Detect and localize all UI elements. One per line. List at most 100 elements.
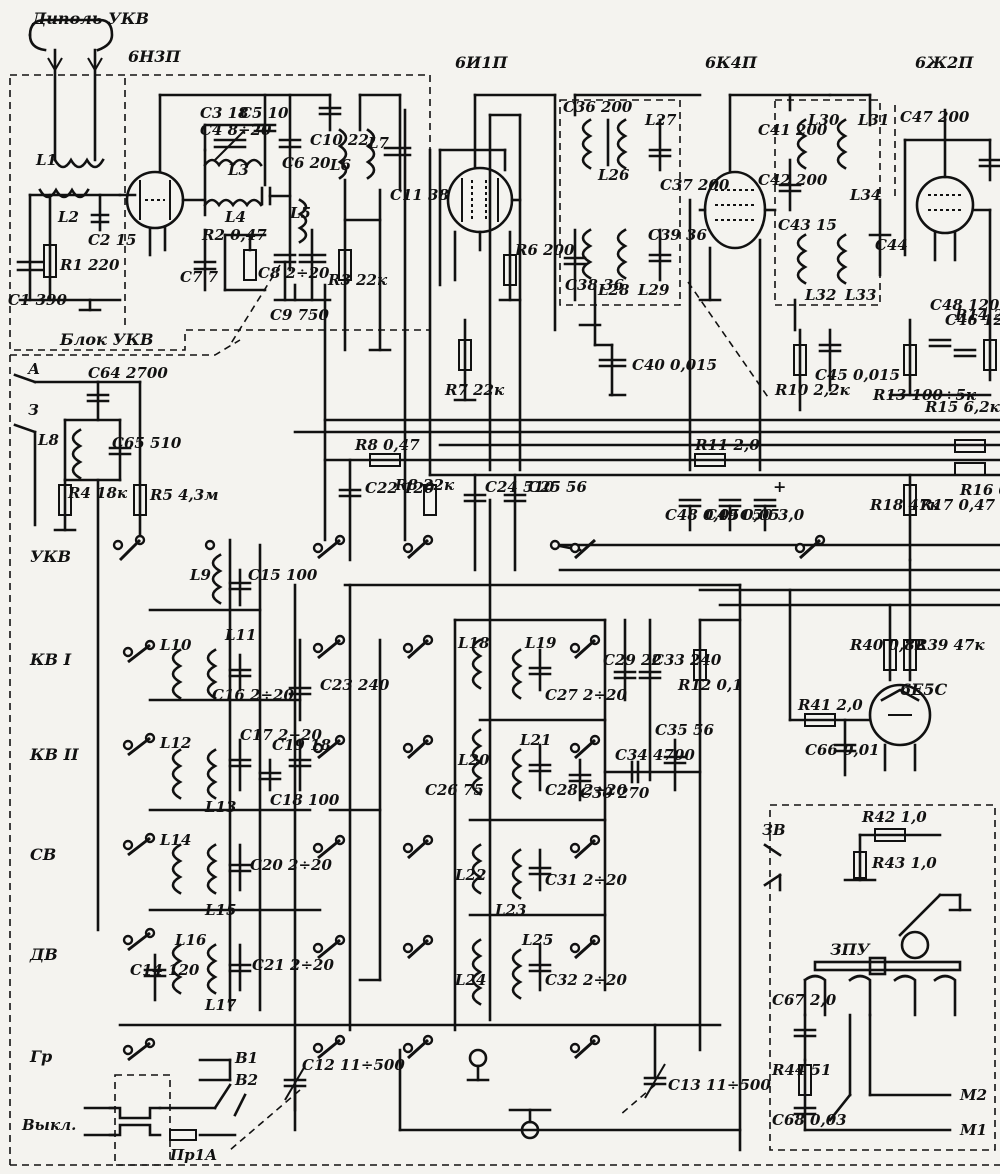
label-l34: L34 bbox=[849, 186, 881, 204]
label-c44: C44 bbox=[875, 236, 908, 254]
svg-text:+: + bbox=[773, 477, 786, 496]
label-l9: L9 bbox=[189, 566, 212, 584]
label-c28: C28 2÷20 bbox=[545, 781, 627, 799]
band-phono-label: Гр bbox=[29, 1047, 52, 1066]
label-c37: C37 200 bbox=[660, 176, 730, 194]
label-c29: C29 22 bbox=[603, 651, 662, 669]
label-c34: C34 4700 bbox=[615, 746, 695, 764]
component-labels: C1 390 C2 15 R1 220 L1 L2 C3 18 C4 8÷20 … bbox=[8, 98, 1000, 1129]
label-r2: R2 0,47 bbox=[201, 226, 267, 244]
label-l11: L11 bbox=[224, 626, 256, 644]
label-l33: L33 bbox=[844, 286, 876, 304]
label-l6: L6 bbox=[329, 156, 352, 174]
vhf-antenna: Диполь УКВ bbox=[28, 9, 149, 162]
input-coil-bank bbox=[118, 538, 722, 1132]
label-c18: C18 100 bbox=[270, 791, 340, 809]
label-l15: L15 bbox=[204, 901, 236, 919]
label-l14: L14 bbox=[159, 831, 191, 849]
tuning-capacitors bbox=[283, 1023, 742, 1140]
label-c48: C48 0,05 bbox=[665, 506, 740, 524]
label-c33: C33 240 bbox=[652, 651, 722, 669]
label-r43: R43 1,0 bbox=[871, 854, 937, 872]
label-l31: L31 bbox=[857, 111, 889, 129]
tube-6i1p-label: 6И1П bbox=[455, 53, 508, 72]
label-r42: R42 1,0 bbox=[861, 808, 927, 826]
label-l10: L10 bbox=[159, 636, 192, 654]
label-r40: R40 0,82 bbox=[849, 636, 925, 654]
label-r39: R39 47к bbox=[914, 636, 985, 654]
label-r13: R13 100÷5к bbox=[872, 386, 977, 404]
label-c40: C40 0,015 bbox=[632, 356, 717, 374]
label-l20: L20 bbox=[457, 751, 490, 769]
label-r4: R4 18к bbox=[67, 484, 128, 502]
label-r8: R8 0,47 bbox=[354, 436, 420, 454]
tube-6zh2p bbox=[888, 108, 1000, 397]
tuning-indicator bbox=[788, 558, 932, 777]
label-r3: R3 22к bbox=[327, 271, 388, 289]
label-l19: L19 bbox=[524, 634, 557, 652]
pickup-unit bbox=[763, 828, 972, 1132]
label-c19: C19 18 bbox=[272, 736, 331, 754]
label-l25: L25 bbox=[521, 931, 553, 949]
label-c38: C38 36 bbox=[565, 276, 624, 294]
input-a-label: А bbox=[27, 360, 40, 378]
label-l2: L2 bbox=[57, 208, 79, 226]
power-switch bbox=[83, 1058, 247, 1141]
label-r18: R18 47к bbox=[869, 496, 940, 514]
band-switch bbox=[112, 534, 826, 1062]
band-vhf-label: УКВ bbox=[30, 547, 71, 566]
label-l21: L21 bbox=[519, 731, 551, 749]
input-z-label: З bbox=[28, 401, 39, 419]
label-c49: C49 0,05 bbox=[705, 506, 780, 524]
label-c20: C20 2÷20 bbox=[250, 856, 332, 874]
label-l7: L7 bbox=[367, 134, 390, 152]
label-c13: C13 11÷500 bbox=[668, 1076, 771, 1094]
label-r6: R6 200 bbox=[514, 241, 575, 259]
label-r10: R10 2,2к bbox=[774, 381, 851, 399]
tube-6e5s-label: 6Е5С bbox=[900, 680, 947, 699]
label-c39: C39 36 bbox=[648, 226, 707, 244]
label-c26: C26 75 bbox=[425, 781, 484, 799]
label-l1: L1 bbox=[35, 151, 57, 169]
label-c48a: C48 120 bbox=[930, 296, 1000, 314]
label-l4: L4 bbox=[224, 208, 246, 226]
label-c68: C68 0,03 bbox=[772, 1111, 847, 1129]
label-l26: L26 bbox=[597, 166, 630, 184]
label-r14: R14 2,2к bbox=[954, 306, 1000, 324]
label-l32: L32 bbox=[804, 286, 836, 304]
label-c15: C15 100 bbox=[248, 566, 318, 584]
tube-6n3p-label: 6Н3П bbox=[128, 47, 181, 66]
label-c36: C36 200 bbox=[563, 98, 633, 116]
block-outlines bbox=[9, 74, 1000, 1166]
osc-coil-bank bbox=[453, 498, 742, 1152]
label-r11: R11 2,0 bbox=[694, 436, 760, 454]
power-off-label: Выкл. bbox=[21, 1116, 76, 1134]
band-labels: УКВ КВ I КВ II СВ ДВ Гр bbox=[29, 547, 79, 1066]
label-c4: C4 8÷20 bbox=[200, 121, 272, 139]
band-mw-label: СВ bbox=[30, 845, 56, 864]
label-r12: R12 0,1 bbox=[677, 676, 743, 694]
label-c47: C47 200 bbox=[900, 108, 970, 126]
label-c5: C5 10 bbox=[240, 104, 289, 122]
label-c21: C21 2÷20 bbox=[252, 956, 334, 974]
label-r44: R44 51 bbox=[771, 1061, 831, 1079]
band-sw2-label: КВ II bbox=[29, 745, 79, 764]
label-l3: L3 bbox=[227, 161, 249, 179]
m1-label: М1 bbox=[959, 1121, 987, 1139]
label-c24: C24 510 bbox=[485, 478, 555, 496]
label-c50: C50 3,0 bbox=[740, 506, 805, 524]
label-c3: C3 18 bbox=[200, 104, 249, 122]
label-c31: C31 2÷20 bbox=[545, 871, 627, 889]
label-c27: C27 2÷20 bbox=[545, 686, 627, 704]
io-labels: А З ЗВ Выкл. Пр1А М2 М1 В1 В2 bbox=[21, 360, 987, 1164]
label-c30: C30 270 bbox=[580, 784, 650, 802]
label-c41: C41 200 bbox=[758, 121, 828, 139]
label-c22: C22 120 bbox=[365, 479, 435, 497]
label-l16: L16 bbox=[174, 931, 207, 949]
label-l8: L8 bbox=[37, 431, 60, 449]
label-l13: L13 bbox=[204, 798, 236, 816]
label-l12: L12 bbox=[159, 734, 191, 752]
label-c25: C25 56 bbox=[528, 478, 587, 496]
if-filter-1 bbox=[553, 93, 702, 472]
